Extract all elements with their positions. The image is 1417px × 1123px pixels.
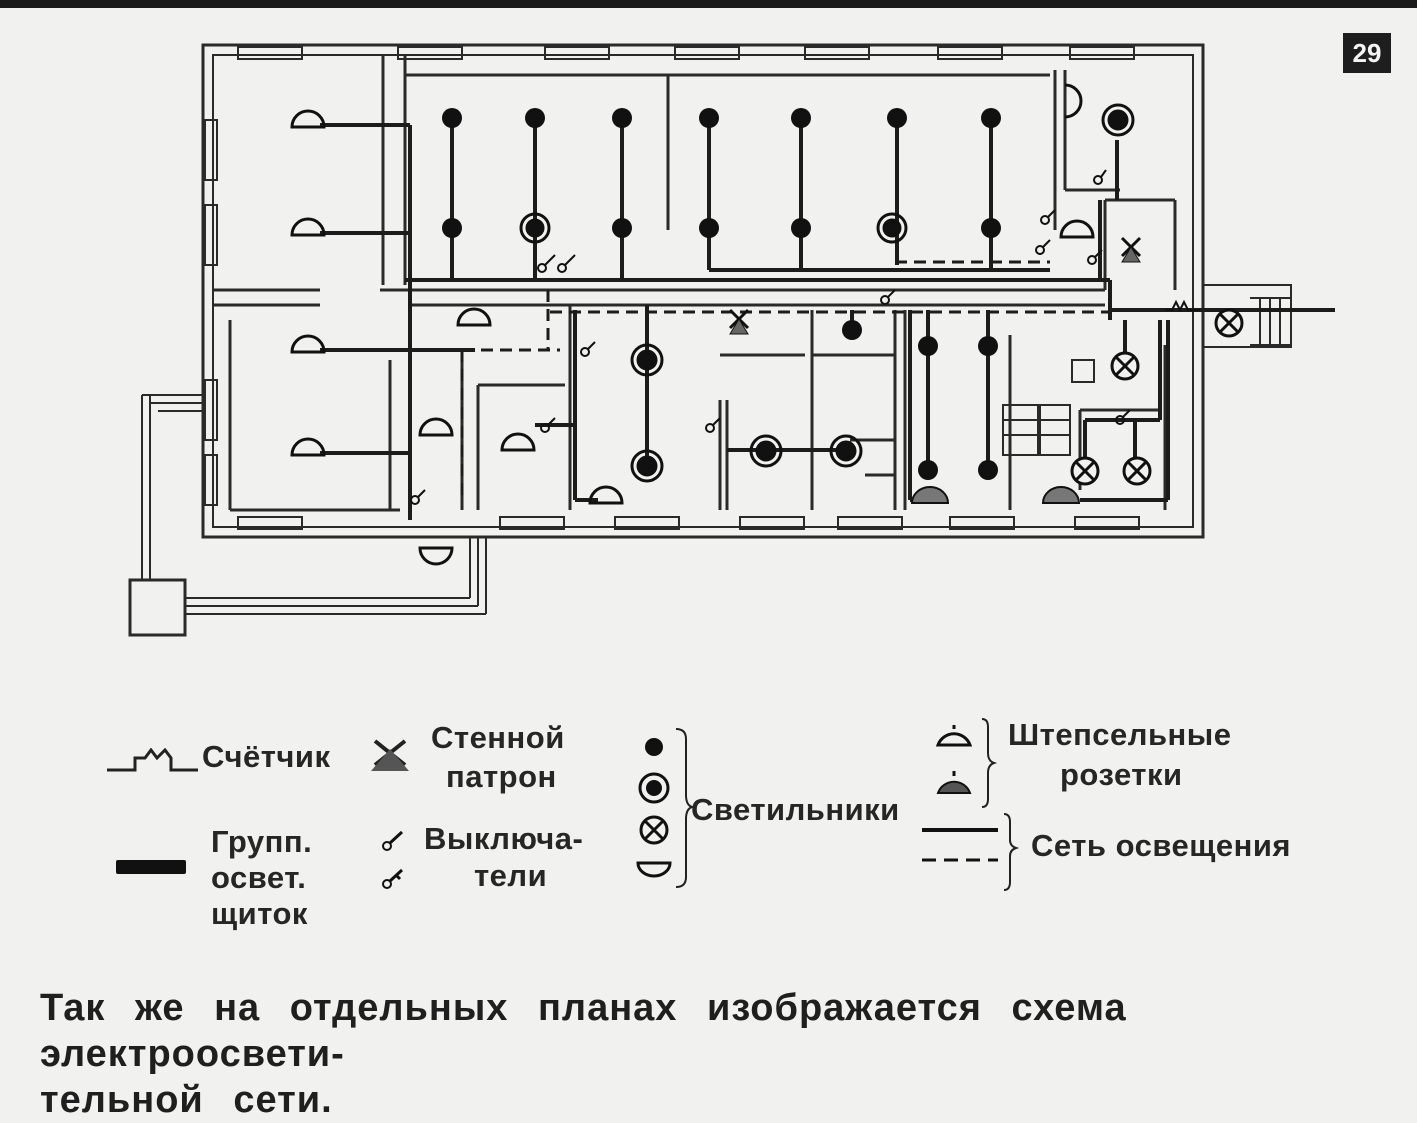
caption-line2: тельной сети. bbox=[40, 1079, 333, 1121]
bottom-windows bbox=[237, 516, 1140, 530]
wall-sockets bbox=[728, 236, 1142, 335]
dashed-wiring bbox=[460, 260, 1110, 500]
legend-plug-sockets-line2: розетки bbox=[1060, 757, 1183, 792]
lamp-ring-icon bbox=[638, 772, 670, 804]
legend-panel-line2: освет. bbox=[211, 860, 307, 895]
floor-plan bbox=[128, 43, 1335, 637]
lamp-cross-icon bbox=[639, 815, 669, 845]
legend-panel-line1: Групп. bbox=[211, 824, 313, 859]
legend-wall-socket-line2: патрон bbox=[446, 759, 557, 794]
socket-hatched-icon bbox=[936, 780, 972, 794]
sockets-open bbox=[290, 109, 1095, 566]
lighting-network-legend-symbols bbox=[922, 813, 1020, 891]
external-box bbox=[128, 578, 187, 637]
sockets-hatched bbox=[910, 486, 1081, 504]
stairs bbox=[1002, 359, 1095, 456]
page-number-badge: 29 bbox=[1343, 33, 1391, 73]
meter-icon bbox=[107, 748, 198, 772]
legend-lamps-label: Светильники bbox=[691, 792, 900, 827]
legend-lighting-network-label: Сеть освещения bbox=[1031, 828, 1291, 863]
left-windows bbox=[204, 119, 218, 506]
lamp-dots bbox=[442, 108, 1001, 480]
legend-meter-label: Счётчик bbox=[202, 739, 331, 774]
caption: Так же на отдельных планах изображается … bbox=[40, 985, 1380, 1123]
sockets-legend-symbols bbox=[935, 718, 998, 808]
lamp-crosses bbox=[1070, 308, 1244, 486]
switches bbox=[410, 169, 1131, 505]
legend-switches-line2: тели bbox=[474, 858, 548, 893]
lamp-rings bbox=[519, 103, 1135, 483]
wall-socket-icon bbox=[371, 739, 409, 771]
entrance-meter bbox=[1165, 299, 1200, 313]
legend-panel-line3: щиток bbox=[211, 896, 308, 931]
top-film-edge bbox=[0, 0, 1417, 8]
top-windows bbox=[237, 46, 1135, 60]
panel-icon bbox=[116, 860, 186, 874]
feeder-lines bbox=[141, 394, 487, 615]
solid-wiring bbox=[320, 118, 1335, 520]
caption-line1: Так же на отдельных планах изображается … bbox=[40, 987, 1127, 1075]
switch-icon bbox=[382, 830, 404, 889]
legend-plug-sockets-line1: Штепсельные bbox=[1008, 717, 1232, 752]
lamp-half-icon bbox=[636, 861, 672, 878]
lamps-legend-symbols bbox=[636, 728, 694, 888]
lamp-half bbox=[1064, 83, 1083, 119]
socket-open-icon bbox=[935, 732, 973, 747]
legend-switches-line1: Выключа- bbox=[424, 821, 584, 856]
lamp-dot-icon bbox=[645, 738, 663, 756]
legend-wall-socket-line1: Стенной bbox=[431, 720, 565, 755]
